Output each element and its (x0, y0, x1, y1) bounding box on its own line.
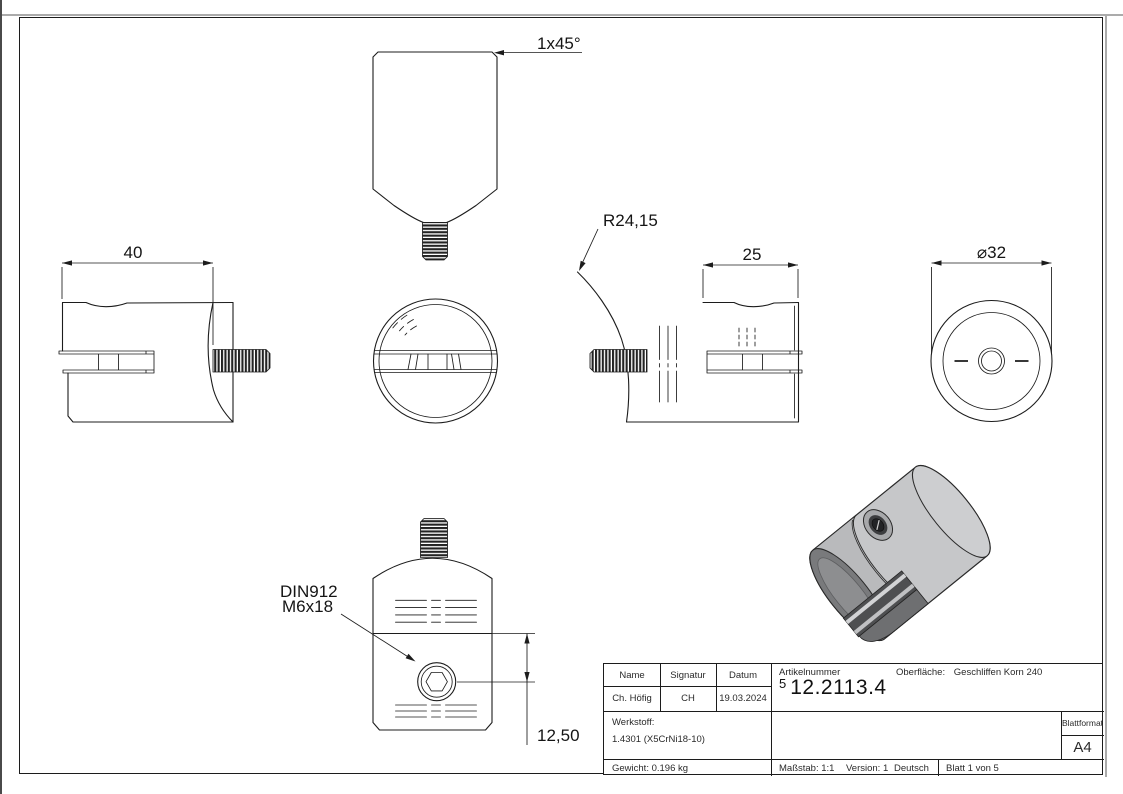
surface-row: Oberfläche: Geschliffen Korn 240 (896, 667, 1042, 678)
scale: Maßstab: 1:1 (779, 762, 835, 774)
sheet-shadow-right (1105, 14, 1107, 777)
header-name: Name (619, 670, 645, 681)
hatch-upper (395, 599, 478, 623)
sheet-shadow-top (0, 14, 1123, 16)
value-name: Ch. Höfig (612, 693, 652, 704)
window-edge (0, 0, 2, 794)
view-side-right: 25 R24,15 (576, 211, 803, 423)
dim-40: 40 (124, 243, 143, 262)
view-back-circle: ⌀32 (930, 243, 1053, 423)
screw-note-line2: M6x18 (282, 597, 333, 616)
hex-socket (425, 672, 448, 692)
view-front-circle (372, 298, 499, 424)
stud-thread-side-right (589, 349, 648, 373)
render-3d (809, 465, 991, 642)
article-index: 5 (779, 676, 787, 691)
center-lines (659, 325, 677, 403)
sheet-frame (19, 17, 1103, 774)
screw-note-line1: DIN912 (280, 582, 338, 601)
value-date: 19.03.2024 (719, 693, 767, 704)
stud-thread-bottom (420, 518, 448, 558)
hatch-lower (395, 704, 478, 718)
tangent-marks (391, 314, 417, 336)
dim-diameter: ⌀32 (977, 243, 1006, 262)
dim-25: 25 (743, 245, 762, 264)
format-value: A4 (1073, 739, 1092, 756)
article-label: Artikelnummer (779, 667, 841, 678)
surface-label: Oberfläche: (896, 667, 946, 678)
stud-thread-front (422, 222, 448, 261)
view-bottom: DIN912 M6x18 12,50 (280, 518, 580, 745)
view-front-elevation: 1x45° (372, 34, 582, 261)
header-signature: Signatur (670, 670, 706, 681)
material-label: Werkstoff: (612, 717, 655, 728)
format-label: Blattformat (1061, 718, 1104, 728)
radius-note: R24,15 (603, 211, 658, 230)
weight: Gewicht: 0.196 kg (612, 762, 689, 774)
material-value: 1.4301 (X5CrNi18-10) (612, 734, 705, 745)
value-signature: CH (681, 693, 695, 704)
article-number: 12.2113.4 (790, 676, 887, 699)
title-block: Name Signatur Datum Ch. Höfig CH 19.03.2… (603, 663, 1104, 776)
view-side-left: 40 (58, 243, 271, 423)
header-date: Datum (729, 670, 757, 681)
stud-thread-side-left (212, 349, 271, 373)
sheet-number: Blatt 1 von 5 (946, 762, 999, 774)
chamfer-note: 1x45° (537, 34, 581, 53)
version: Version: 1 (846, 762, 889, 774)
surface-value: Geschliffen Korn 240 (953, 667, 1043, 678)
dim-12-50: 12,50 (537, 726, 580, 745)
language: Deutsch (894, 762, 929, 774)
render-screw (862, 509, 894, 541)
hidden-lines (738, 327, 756, 349)
